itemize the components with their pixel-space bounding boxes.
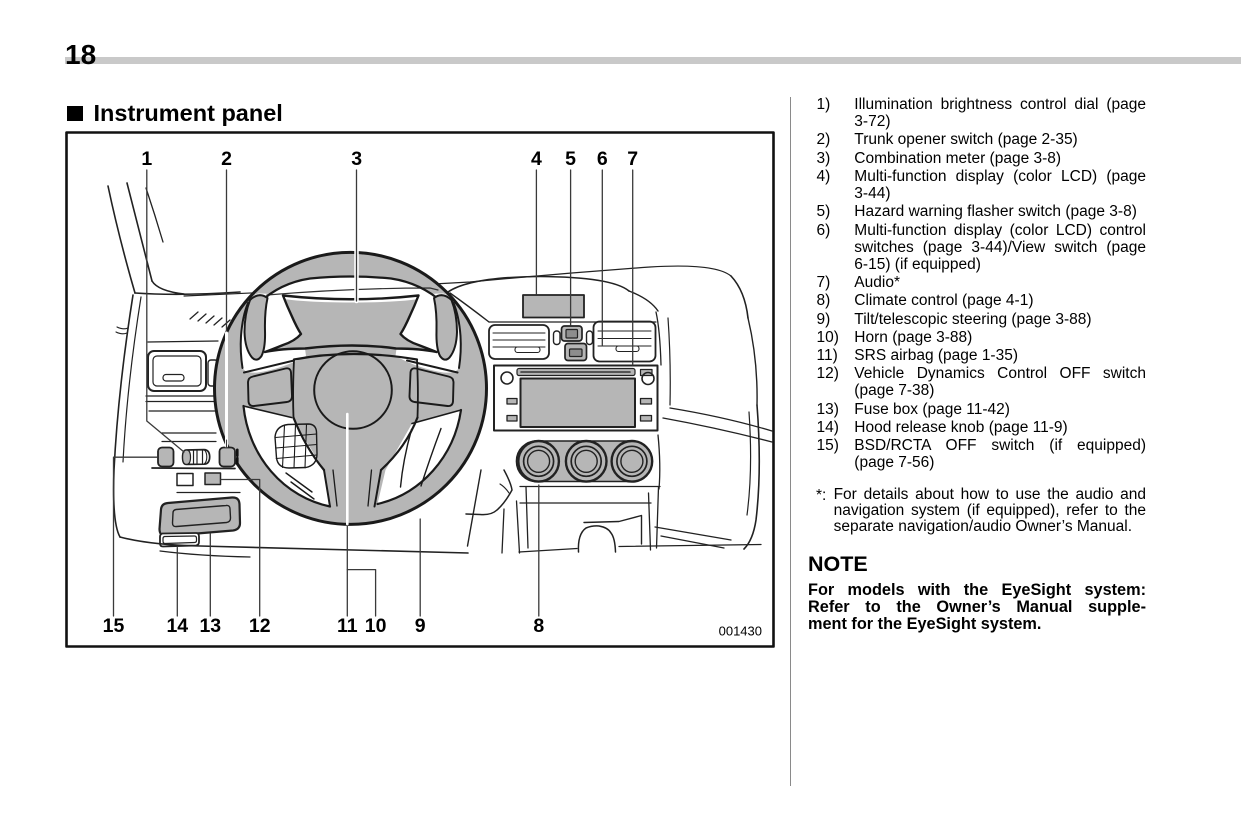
svg-text:6: 6 [597, 148, 608, 170]
svg-text:8: 8 [533, 615, 544, 637]
svg-text:4: 4 [531, 148, 542, 170]
svg-text:13: 13 [199, 615, 221, 637]
svg-text:14: 14 [166, 615, 188, 637]
svg-text:001430: 001430 [719, 624, 762, 639]
svg-text:9: 9 [415, 615, 426, 637]
svg-text:10: 10 [365, 615, 387, 637]
svg-text:3: 3 [351, 148, 362, 170]
svg-text:1: 1 [141, 148, 152, 170]
svg-text:5: 5 [565, 148, 576, 170]
svg-text:11: 11 [337, 615, 358, 637]
svg-text:7: 7 [627, 148, 638, 170]
svg-text:2: 2 [221, 148, 232, 170]
svg-text:15: 15 [103, 615, 125, 637]
svg-text:12: 12 [249, 615, 271, 637]
